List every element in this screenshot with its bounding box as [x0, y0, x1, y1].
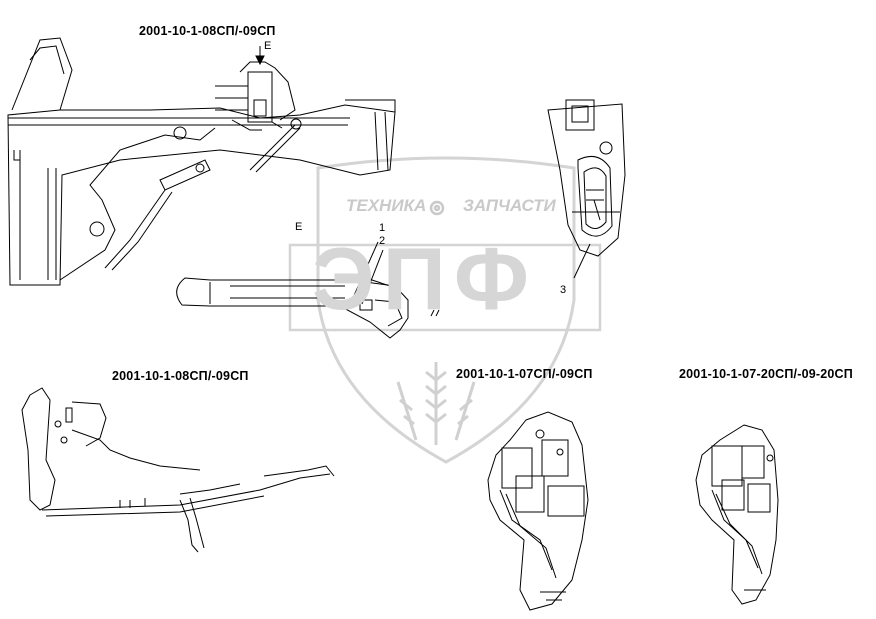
frame-assembly	[7, 37, 396, 286]
lever-detail-view	[176, 241, 440, 339]
caption-bottom-left: 2001-10-1-08СП/-09СП	[112, 369, 249, 383]
watermark-shield	[288, 156, 602, 464]
wheat-icon	[396, 362, 476, 445]
view-label: Е	[295, 221, 303, 233]
caption-bottom-middle: 2001-10-1-07СП/-09СП	[456, 367, 593, 381]
watermark-brand-right: ЗАПЧАСТИ	[463, 196, 556, 215]
item-number-1: 1	[379, 222, 386, 234]
item-number-3: 3	[560, 284, 567, 296]
view-arrow-label: Е	[264, 40, 272, 52]
watermark-brand-big: ЭПФ	[312, 229, 537, 328]
caption-bottom-right: 2001-10-1-07-20СП/-09-20СП	[679, 367, 853, 381]
drive-assembly-left	[487, 411, 589, 611]
bracket-assembly	[215, 61, 296, 131]
housing-detail	[547, 99, 626, 279]
drive-assembly-right	[695, 424, 779, 605]
watermark-brand-left: ТЕХНИКА	[346, 196, 427, 215]
item-number-2: 2	[379, 235, 386, 247]
frame-pipe-assembly	[21, 387, 335, 553]
gear-icon	[429, 200, 445, 216]
caption-top: 2001-10-1-08СП/-09СП	[139, 24, 276, 38]
view-arrow	[255, 46, 265, 66]
